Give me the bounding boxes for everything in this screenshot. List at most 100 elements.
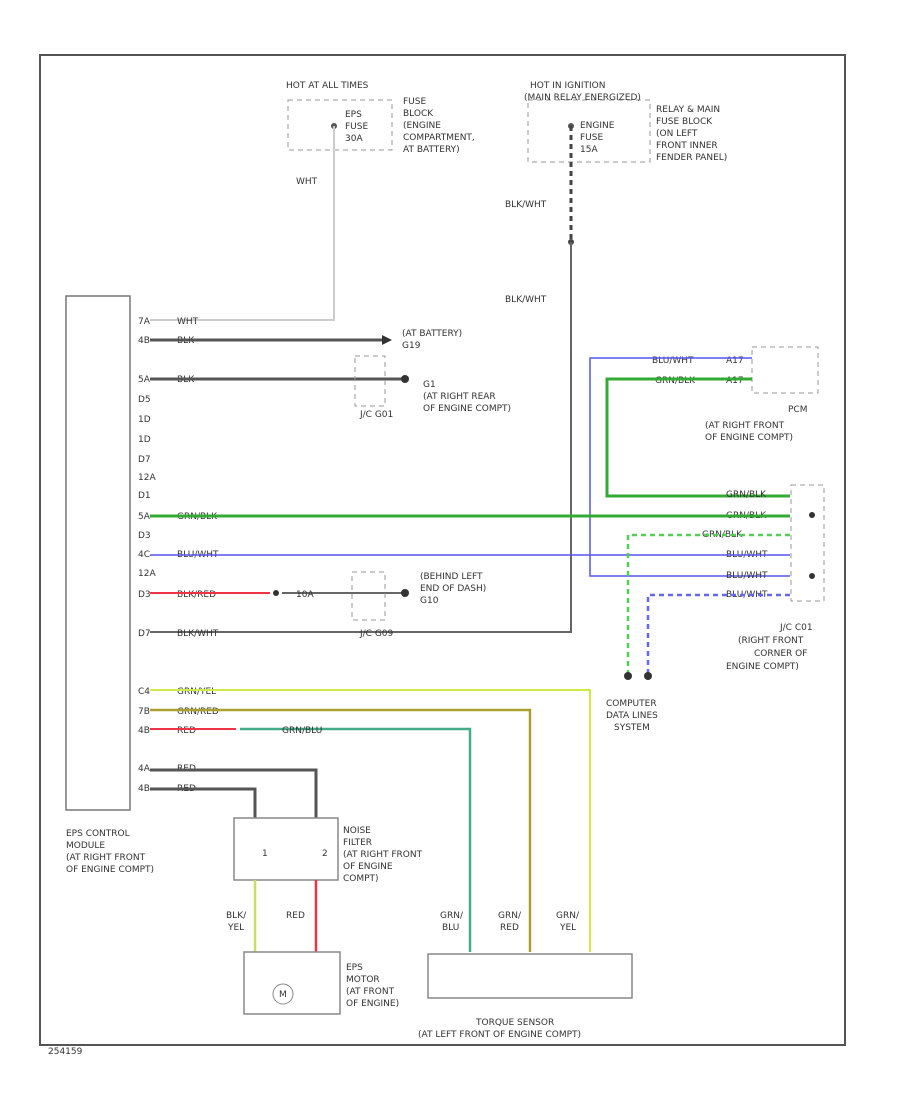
pin-label: C4	[138, 687, 150, 697]
jc-grn-blk-1: GRN/BLK	[726, 490, 767, 500]
pin-label: 5A	[138, 512, 151, 522]
jc-g09-label: J/C G09	[359, 629, 394, 639]
pin-label: 4C	[138, 550, 150, 560]
pin-label: D7	[138, 455, 151, 465]
pin-label: 1D	[138, 415, 151, 425]
g1-loc-label-1: (AT RIGHT REAR	[423, 392, 496, 402]
pin-wire: BLK/RED	[177, 590, 216, 600]
eps-motor	[243, 951, 341, 1015]
eps-fuse-amp: 30A	[345, 134, 363, 144]
pin-label: 12A	[138, 569, 156, 579]
g1-loc-label-2: OF ENGINE COMPT)	[423, 404, 511, 414]
g19-label: G19	[402, 341, 421, 351]
cdl-terminal-1	[624, 672, 632, 680]
fuse-block-label-4: COMPARTMENT,	[403, 133, 475, 143]
motor-symbol	[272, 983, 294, 1005]
grn-blu-label-2: BLU	[442, 923, 459, 933]
wire-wht	[150, 126, 335, 321]
wht-top-label: WHT	[296, 177, 318, 187]
jc-g01-label: J/C G01	[359, 410, 393, 420]
jc-c01-loc-3: ENGINE COMPT)	[726, 662, 799, 672]
jc-blu-wht-2: BLU/WHT	[726, 571, 768, 581]
wire-grn-blk-dashed	[626, 533, 790, 674]
motor-label-4: OF ENGINE)	[346, 999, 399, 1009]
relay-box-label-2: FUSE BLOCK	[656, 117, 713, 127]
eps-fuse-label-2: FUSE	[345, 122, 368, 132]
cdl-label-1: COMPUTER	[606, 699, 657, 709]
jc-c01-loc-1: (RIGHT FRONT	[738, 636, 804, 646]
relay-energized-label: (MAIN RELAY ENERGIZED)	[524, 93, 641, 103]
jc-c01-loc-2: CORNER OF	[754, 649, 807, 659]
pcm-label: PCM	[788, 405, 807, 415]
nf-label-5: COMPT)	[343, 874, 379, 884]
ts-label-1: TORQUE SENSOR	[475, 1018, 554, 1028]
ecm-label-1: EPS CONTROL	[66, 829, 130, 839]
g10-label-3: G10	[420, 596, 439, 606]
pcm-loc-label-1: (AT RIGHT FRONT	[705, 421, 785, 431]
fuse-block-label-3: (ENGINE	[403, 121, 441, 131]
grn-yel-label-2: YEL	[559, 923, 576, 933]
engine-fuse-label-1: ENGINE	[580, 121, 615, 131]
engine-fuse-label-2: FUSE	[580, 133, 603, 143]
g10-ground	[401, 589, 409, 597]
motor-m-label: M	[279, 990, 287, 1000]
wire-grn-red	[150, 708, 532, 952]
pcm-box	[751, 346, 819, 394]
module-pins-bottom: C4 GRN/YEL 7B GRN/RED 4B RED 4A RED 4B R…	[138, 687, 219, 794]
grn-red-label-1: GRN/	[498, 911, 522, 921]
nf-pin-2: 2	[322, 849, 328, 859]
g1-ground	[401, 375, 409, 383]
fuse-10a-label: 10A	[296, 590, 314, 600]
ecm-label-4: OF ENGINE COMPT)	[66, 865, 154, 875]
wire-red-nf-2	[150, 787, 257, 818]
pcm-pin-1: A17	[726, 356, 744, 366]
pin-label: D1	[138, 491, 151, 501]
pin-wire: GRN/YEL	[177, 687, 216, 697]
at-battery-label: (AT BATTERY)	[402, 329, 462, 339]
blk-yel-label-2: YEL	[227, 923, 244, 933]
fuse-block-label-5: AT BATTERY)	[403, 145, 460, 155]
wire-grn-blk-pcm	[605, 377, 790, 498]
relay-box-label-5: FENDER PANEL)	[656, 153, 727, 163]
battery-terminal	[382, 335, 392, 345]
pin-label: 7A	[138, 317, 151, 327]
module-pins: 7A WHT 4B BLK 5A BLK D5 1D 1D D7 12A D1 …	[138, 317, 219, 639]
jc-splice-1	[809, 512, 815, 518]
wire-blu-wht-pcm	[589, 357, 790, 577]
nf-label-2: FILTER	[343, 838, 372, 848]
g10-label-2: END OF DASH)	[420, 584, 486, 594]
pin-label: 4A	[138, 764, 151, 774]
torque-sensor	[427, 953, 633, 999]
hot-in-ignition-label: HOT IN IGNITION	[530, 81, 605, 91]
blk-yel-label-1: BLK/	[226, 911, 247, 921]
nf-pin-1: 1	[262, 849, 268, 859]
ecm-label-3: (AT RIGHT FRONT	[66, 853, 146, 863]
pcm-blu-wht-label: BLU/WHT	[652, 356, 694, 366]
wire-grn-blu	[240, 727, 472, 952]
hot-at-all-times-label: HOT AT ALL TIMES	[286, 81, 369, 91]
jc-splice-2	[809, 573, 815, 579]
jc-g01-box	[354, 355, 386, 407]
jc-blu-wht-3: BLU/WHT	[726, 590, 768, 600]
wire-red-nf-1	[150, 768, 318, 818]
grn-yel-label-1: GRN/	[556, 911, 580, 921]
ts-label-2: (AT LEFT FRONT OF ENGINE COMPT)	[418, 1030, 581, 1040]
blk-wht-label-1: BLK/WHT	[505, 200, 547, 210]
jc-c01-box	[790, 484, 825, 602]
pin-label: 4B	[138, 784, 150, 794]
pin-label: D7	[138, 629, 151, 639]
g1-label: G1	[423, 380, 436, 390]
cdl-label-3: SYSTEM	[614, 723, 650, 733]
pin-wire: BLK/WHT	[177, 629, 219, 639]
noise-filter	[233, 817, 339, 881]
pin-label: 4B	[138, 336, 150, 346]
eps-control-module	[65, 295, 131, 811]
pin-wire: GRN/RED	[177, 707, 219, 717]
grn-blu-module-label: GRN/BLU	[282, 726, 322, 736]
ecm-label-2: MODULE	[66, 841, 105, 851]
blk-wht-label-2: BLK/WHT	[505, 295, 547, 305]
eps-fuse-label: EPS	[345, 110, 362, 120]
pcm-pin-2: A17	[726, 376, 744, 386]
wire-blu-wht-dashed	[646, 593, 790, 674]
